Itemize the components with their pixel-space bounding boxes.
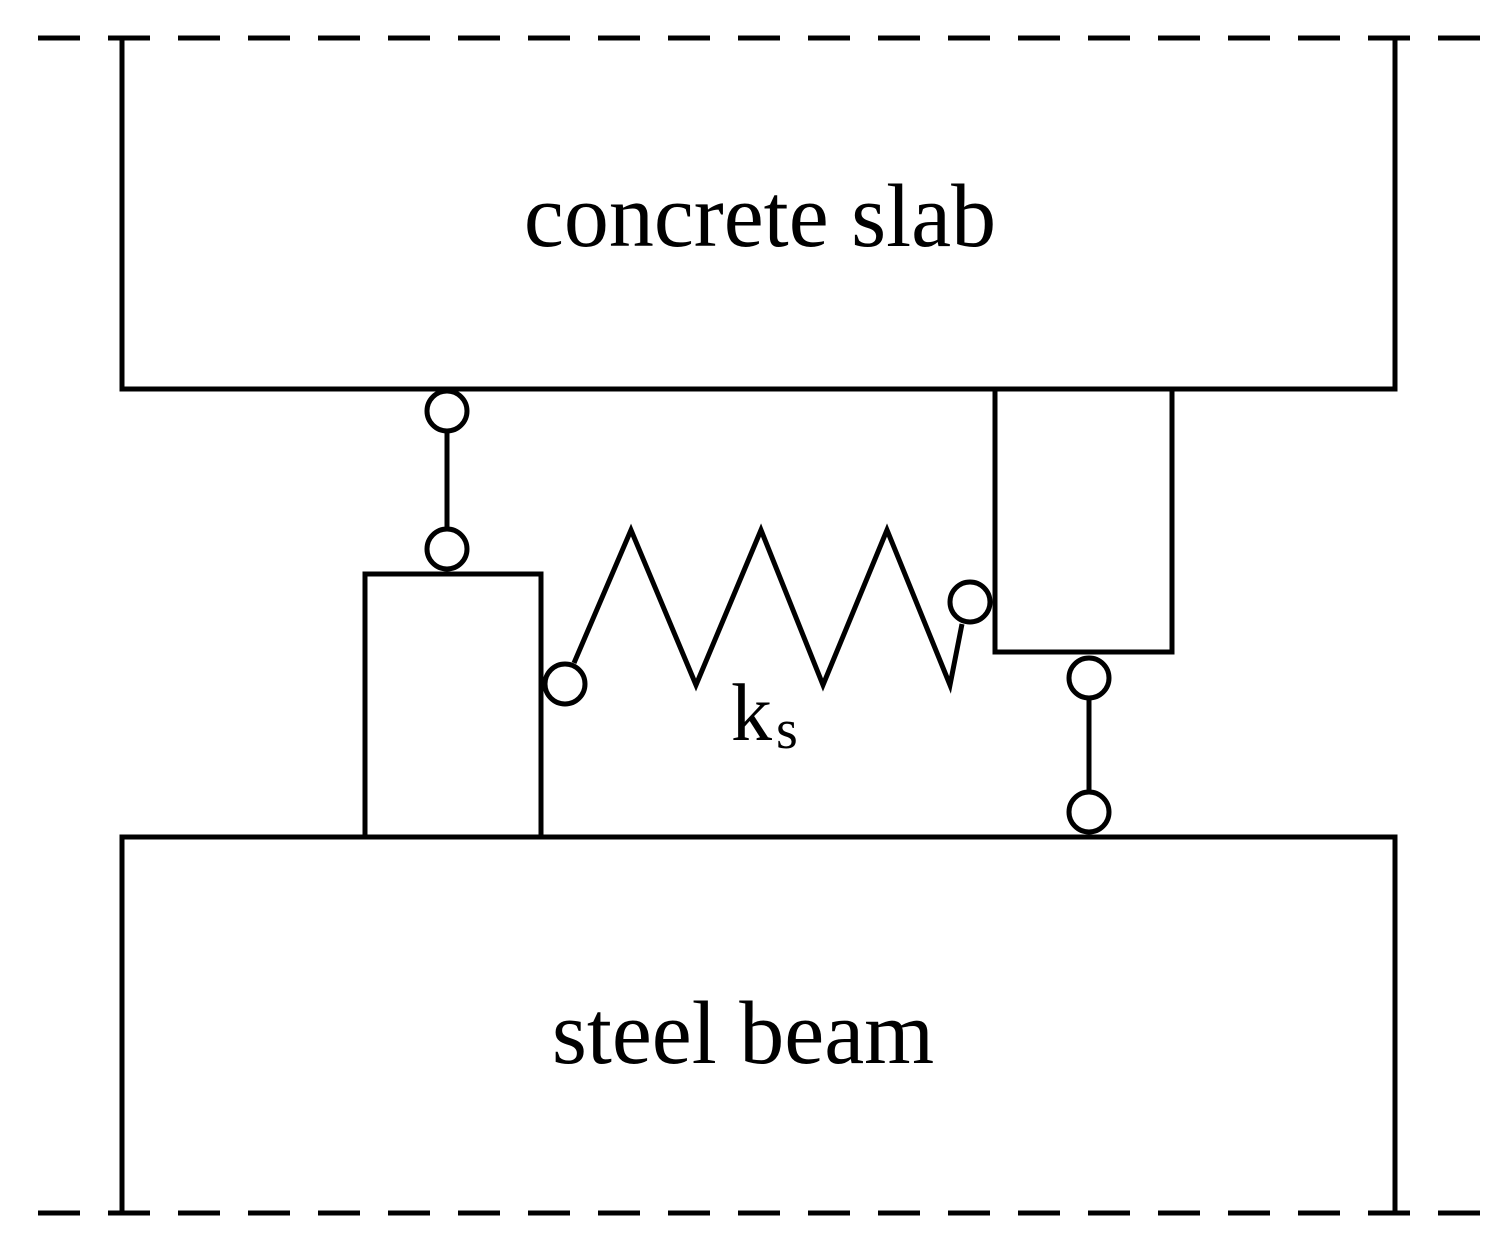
spring-stiffness-symbol: k <box>731 667 772 758</box>
spring-stiffness-subscript: s <box>776 699 798 761</box>
spring-right-pin <box>947 579 993 625</box>
beam-block <box>362 571 544 837</box>
spring-stiffness-label: k s <box>731 667 798 761</box>
concrete-slab-outline <box>119 38 1398 392</box>
left-link-bottom-pin <box>424 526 470 572</box>
spring-left-pin <box>542 661 588 707</box>
right-link-top-pin <box>1066 655 1112 701</box>
right-link-bottom-pin <box>1066 789 1112 835</box>
slab-block <box>992 389 1175 655</box>
concrete-slab-label: concrete slab <box>524 167 996 266</box>
left-link-top-pin <box>424 388 470 434</box>
steel-beam-label: steel beam <box>552 984 934 1083</box>
steel-beam-outline <box>119 834 1398 1213</box>
shear-spring <box>571 523 965 694</box>
